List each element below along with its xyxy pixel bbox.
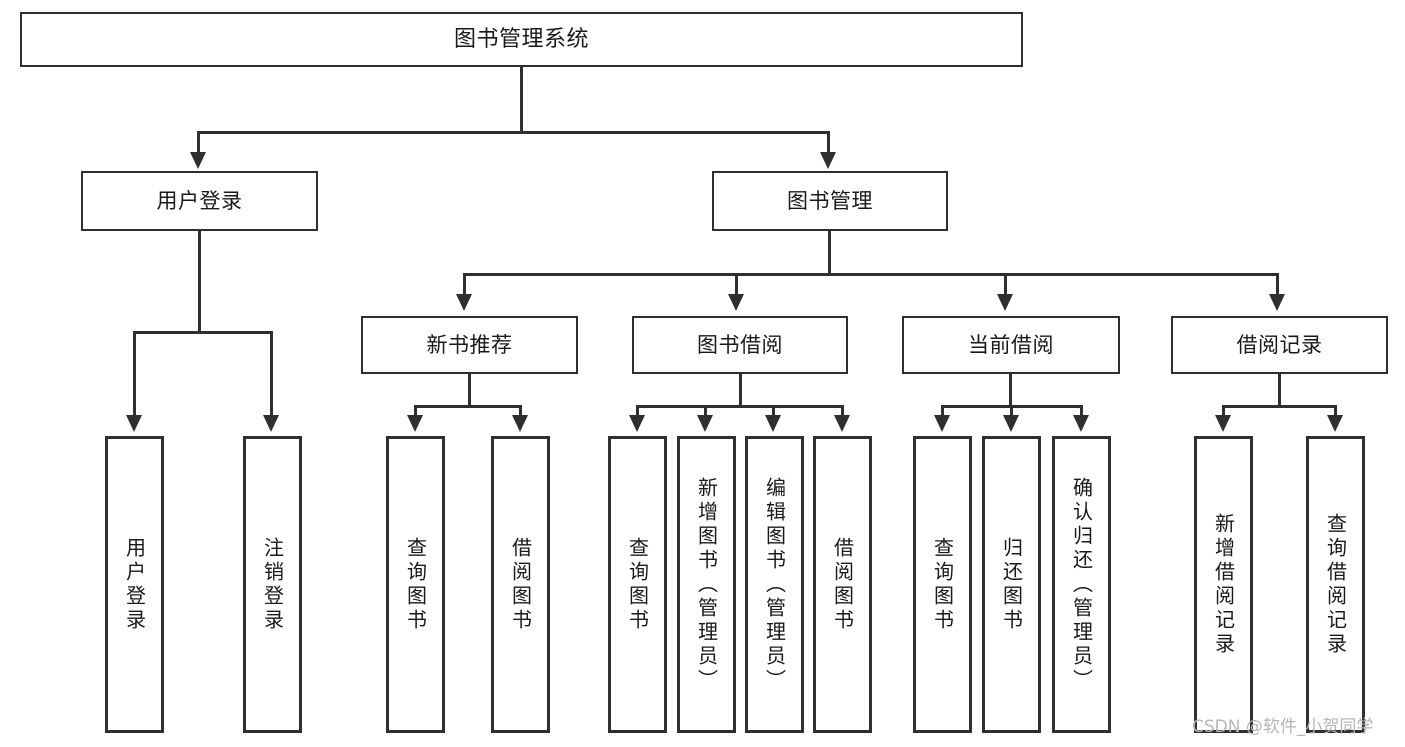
connector-drop-leaf-borrow-1 xyxy=(636,405,639,419)
connector-drop-book-borrow xyxy=(735,273,738,298)
leaf-borrow-record-query[interactable]: 查询借阅记录 xyxy=(1306,436,1365,733)
connector-drop-leaf-borrow-2 xyxy=(704,405,707,419)
leaf-book-borrow-edit[interactable]: 编辑图书（管理员） xyxy=(745,436,804,733)
node-label: 用户登录 xyxy=(156,188,243,213)
connector-drop-leaf-current-2 xyxy=(1010,405,1013,419)
arrowhead-leaf-record-2 xyxy=(1327,415,1343,432)
arrowhead-leaf-current-3 xyxy=(1073,415,1089,432)
connector-drop-new-book xyxy=(463,273,466,298)
arrowhead-book-manage xyxy=(820,152,836,169)
node-label: 图书管理 xyxy=(787,188,873,213)
connector-borrow-record-bus xyxy=(1222,405,1337,408)
connector-drop-leaf-newbook-1 xyxy=(414,405,417,419)
arrowhead-current-borrow xyxy=(997,294,1013,311)
node-label: 新增借阅记录 xyxy=(1211,512,1236,657)
leaf-book-borrow-query[interactable]: 查询图书 xyxy=(608,436,667,733)
node-label: 确认归还（管理员） xyxy=(1069,476,1094,693)
arrowhead-leaf-borrow-1 xyxy=(629,415,645,432)
leaf-user-login-login[interactable]: 用户登录 xyxy=(105,436,164,733)
leaf-current-borrow-return[interactable]: 归还图书 xyxy=(982,436,1041,733)
node-label: 查询图书 xyxy=(930,536,955,633)
node-label: 图书借阅 xyxy=(697,332,783,357)
node-label: 当前借阅 xyxy=(968,332,1054,357)
node-book-borrow[interactable]: 图书借阅 xyxy=(632,316,848,374)
connector-drop-leaf-borrow-4 xyxy=(841,405,844,419)
node-label: 注销登录 xyxy=(260,536,285,633)
arrowhead-leaf-borrow-4 xyxy=(834,415,850,432)
connector-root-stem xyxy=(520,67,523,133)
arrowhead-leaf-borrow-2 xyxy=(697,415,713,432)
node-label: 编辑图书（管理员） xyxy=(762,476,787,693)
leaf-current-borrow-confirm-return[interactable]: 确认归还（管理员） xyxy=(1052,436,1111,733)
node-label: 查询借阅记录 xyxy=(1323,512,1348,657)
connector-drop-borrow-record xyxy=(1276,273,1279,298)
connector-drop-leaf-current-1 xyxy=(941,405,944,419)
connector-book-borrow-bus xyxy=(636,405,844,408)
node-label: 用户登录 xyxy=(122,536,147,633)
connector-drop-leaf-user-login-1 xyxy=(133,331,136,419)
connector-level3-bus xyxy=(463,273,1279,276)
node-label: 新书推荐 xyxy=(426,332,513,357)
connector-drop-leaf-borrow-3 xyxy=(772,405,775,419)
node-label: 新增图书（管理员） xyxy=(694,476,719,693)
connector-user-login-stem xyxy=(198,231,201,333)
node-label: 查询图书 xyxy=(625,536,650,633)
arrowhead-borrow-record xyxy=(1269,294,1285,311)
connector-new-book-bus xyxy=(414,405,522,408)
node-current-borrow[interactable]: 当前借阅 xyxy=(902,316,1120,374)
node-label: 借阅图书 xyxy=(830,536,855,633)
leaf-current-borrow-query[interactable]: 查询图书 xyxy=(913,436,972,733)
connector-book-borrow-stem xyxy=(739,374,742,407)
node-new-book-recommend[interactable]: 新书推荐 xyxy=(361,316,578,374)
arrowhead-leaf-newbook-1 xyxy=(407,415,423,432)
leaf-user-login-logout[interactable]: 注销登录 xyxy=(243,436,302,733)
arrowhead-leaf-borrow-3 xyxy=(765,415,781,432)
connector-current-borrow-stem xyxy=(1009,374,1012,407)
arrowhead-leaf-current-1 xyxy=(934,415,950,432)
watermark-csdn: CSDN @软件_小贺同学 xyxy=(1192,717,1374,737)
connector-drop-leaf-current-3 xyxy=(1080,405,1083,419)
connector-borrow-record-stem xyxy=(1278,374,1281,407)
node-book-management[interactable]: 图书管理 xyxy=(712,171,948,231)
connector-drop-leaf-user-login-2 xyxy=(270,331,273,419)
leaf-new-book-query[interactable]: 查询图书 xyxy=(386,436,445,733)
node-label: 归还图书 xyxy=(999,536,1024,633)
node-root-system[interactable]: 图书管理系统 xyxy=(20,12,1023,67)
leaf-book-borrow-borrow[interactable]: 借阅图书 xyxy=(813,436,872,733)
node-label: 借阅记录 xyxy=(1236,332,1323,357)
node-label: 图书管理系统 xyxy=(453,26,589,52)
connector-new-book-stem xyxy=(468,374,471,407)
arrowhead-leaf-current-2 xyxy=(1003,415,1019,432)
connector-level2-bus xyxy=(197,131,830,134)
arrowhead-book-borrow xyxy=(728,294,744,311)
arrowhead-leaf-user-login-2 xyxy=(263,415,279,432)
arrowhead-leaf-user-login-1 xyxy=(126,415,142,432)
connector-drop-leaf-newbook-2 xyxy=(519,405,522,419)
connector-drop-leaf-record-1 xyxy=(1222,405,1225,419)
leaf-borrow-record-add[interactable]: 新增借阅记录 xyxy=(1194,436,1253,733)
connector-user-login-bus xyxy=(133,331,270,334)
leaf-new-book-borrow[interactable]: 借阅图书 xyxy=(491,436,550,733)
arrowhead-new-book xyxy=(456,294,472,311)
connector-drop-book-manage xyxy=(827,131,830,156)
connector-book-manage-stem xyxy=(828,231,831,275)
leaf-book-borrow-add[interactable]: 新增图书（管理员） xyxy=(677,436,736,733)
node-borrow-record[interactable]: 借阅记录 xyxy=(1171,316,1388,374)
node-user-login[interactable]: 用户登录 xyxy=(81,171,318,231)
arrowhead-leaf-newbook-2 xyxy=(512,415,528,432)
node-label: 借阅图书 xyxy=(508,536,533,633)
node-label: 查询图书 xyxy=(403,536,428,633)
arrowhead-user-login xyxy=(190,152,206,169)
connector-drop-leaf-record-2 xyxy=(1334,405,1337,419)
arrowhead-leaf-record-1 xyxy=(1215,415,1231,432)
connector-drop-user-login xyxy=(197,131,200,156)
connector-drop-current-borrow xyxy=(1004,273,1007,298)
